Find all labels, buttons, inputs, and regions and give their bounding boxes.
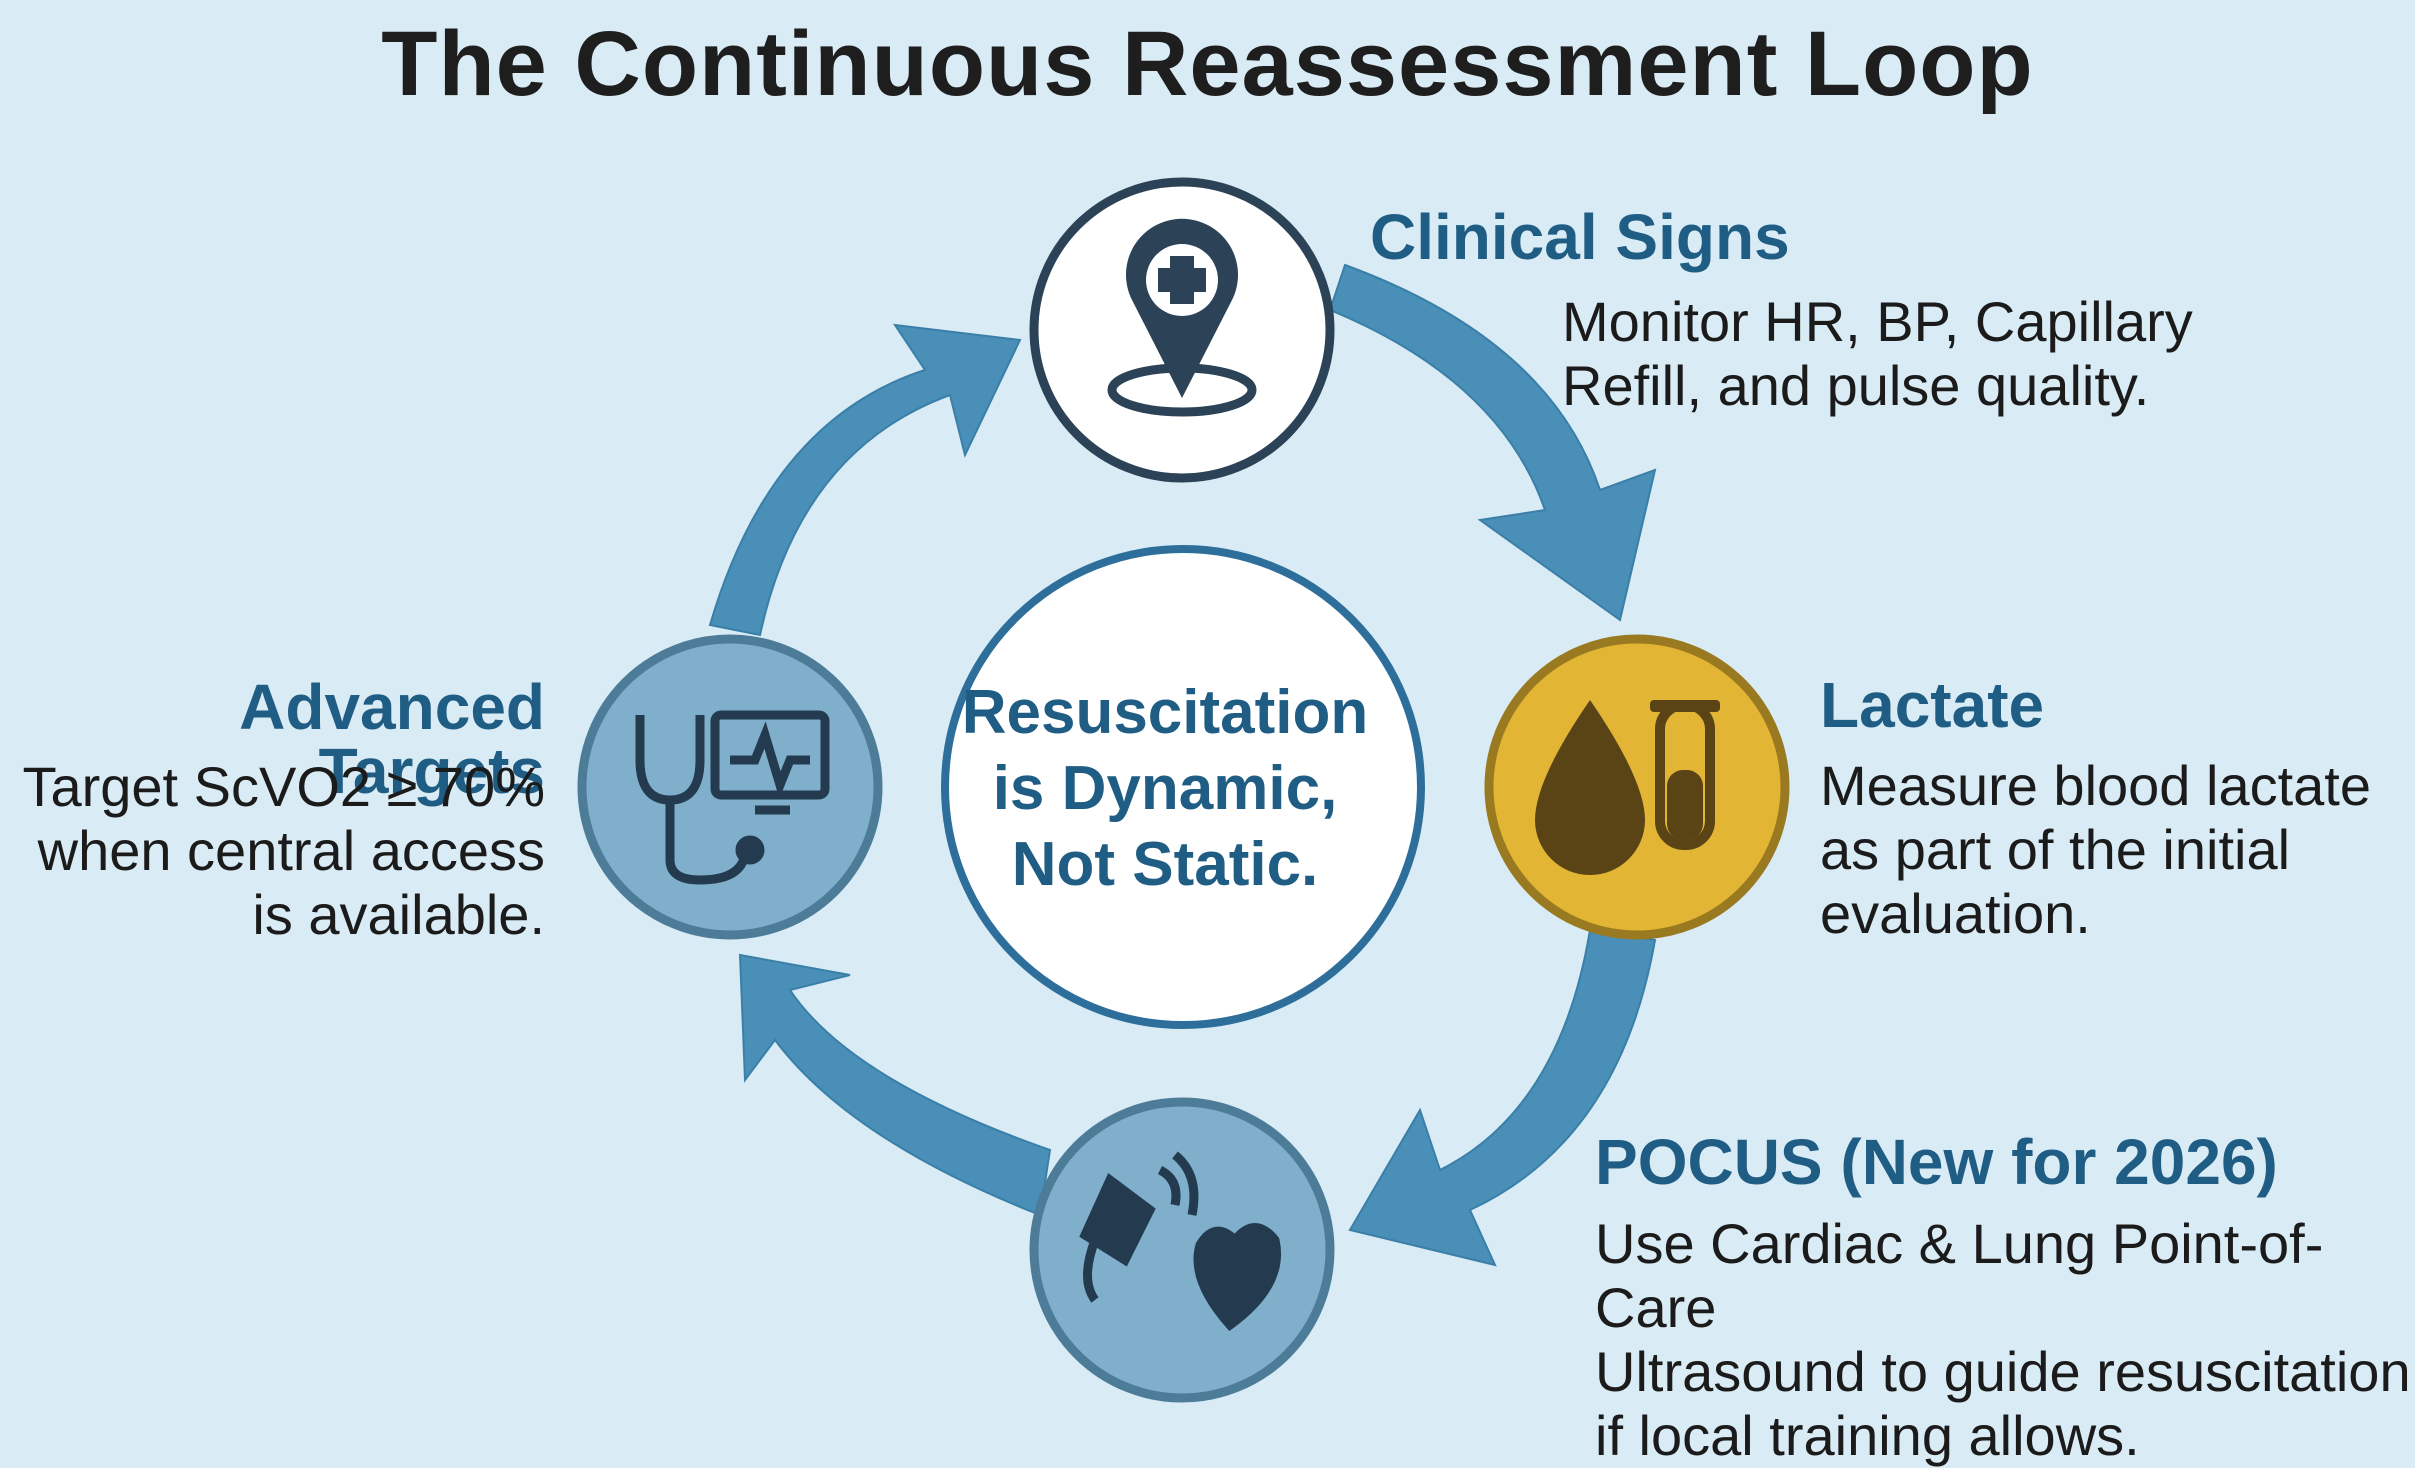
diagram-title: The Continuous Reassessment Loop — [381, 13, 2034, 115]
center-statement: Resuscitation is Dynamic, Not Static. — [961, 678, 1369, 899]
clinical-signs-text: Monitor HR, BP, Capillary Refill, and pu… — [1562, 290, 2193, 417]
advanced-targets-text: Target ScVO2 ≥ 70% when central access i… — [22, 755, 545, 946]
lactate-node — [1484, 634, 1790, 940]
location-pin-medical-icon — [1107, 218, 1257, 417]
loop-diagram — [577, 177, 1790, 1403]
lactate-text: Measure blood lactate as part of the ini… — [1820, 754, 2372, 945]
stethoscope-monitor-icon — [635, 710, 830, 885]
clinical-signs-node — [1029, 177, 1335, 483]
pocus-text: Use Cardiac & Lung Point-of-Care Ultraso… — [1595, 1212, 2411, 1467]
pocus-node — [1029, 1097, 1335, 1403]
lactate-heading: Lactate — [1820, 669, 2045, 741]
pocus-heading: POCUS (New for 2026) — [1595, 1126, 2278, 1198]
blood-drop-test-tube-icon — [1535, 700, 1720, 875]
ultrasound-heart-icon — [1079, 1151, 1281, 1332]
advanced-targets-heading: Advanced Targets — [239, 671, 545, 807]
arrow-pocus-to-advanced — [738, 953, 1052, 1217]
center-node — [941, 545, 1425, 1029]
arrow-advanced-to-clinical — [708, 323, 1022, 637]
clinical-signs-heading: Clinical Signs — [1370, 201, 1790, 273]
advanced-targets-node — [577, 634, 883, 940]
arrow-clinical-to-lactate — [1328, 263, 1657, 622]
arrow-lactate-to-pocus — [1348, 928, 1657, 1267]
